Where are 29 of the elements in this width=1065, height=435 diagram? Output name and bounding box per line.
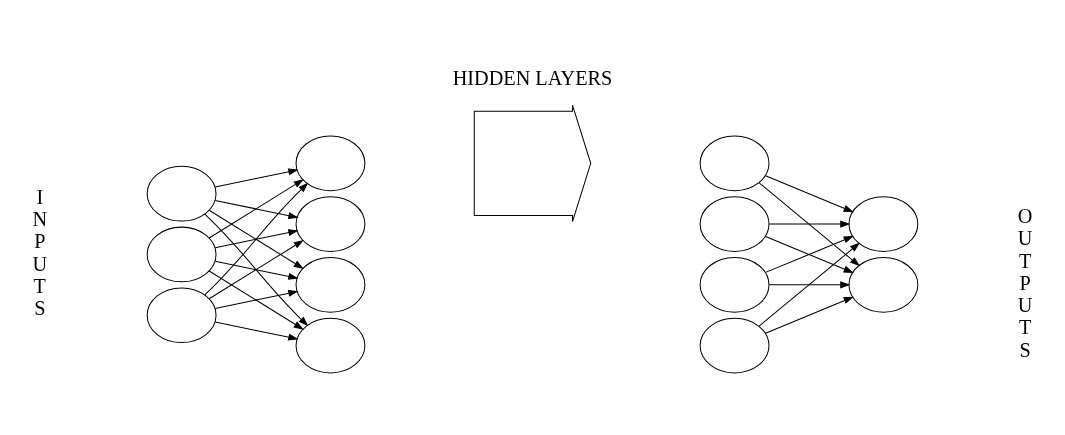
arrow <box>208 239 304 300</box>
arrow <box>768 220 851 228</box>
label: O U T P U T S <box>1017 205 1033 361</box>
node-circle <box>146 226 217 283</box>
arrow <box>758 182 861 267</box>
arrow <box>765 175 854 213</box>
node-circle <box>146 165 217 222</box>
arrow <box>214 260 299 280</box>
arrow <box>214 229 299 249</box>
arrow <box>214 289 299 309</box>
label: I N P U T S <box>32 185 48 320</box>
arrow <box>214 321 299 341</box>
arrow <box>765 296 854 334</box>
arrow <box>768 281 851 289</box>
node-circle <box>699 317 770 374</box>
node-circle <box>699 257 770 313</box>
node-circle <box>146 287 217 344</box>
arrow <box>214 199 299 220</box>
arrow <box>208 209 304 269</box>
node-circle <box>699 196 770 252</box>
node-circle <box>699 135 770 192</box>
arrow <box>204 213 309 327</box>
arrow <box>758 242 861 327</box>
arrow <box>214 168 299 188</box>
arrow <box>208 179 304 239</box>
arrow <box>208 270 304 330</box>
label: HIDDEN LAYERS <box>452 67 613 90</box>
arrow <box>204 182 309 296</box>
node-arrow <box>473 104 592 223</box>
